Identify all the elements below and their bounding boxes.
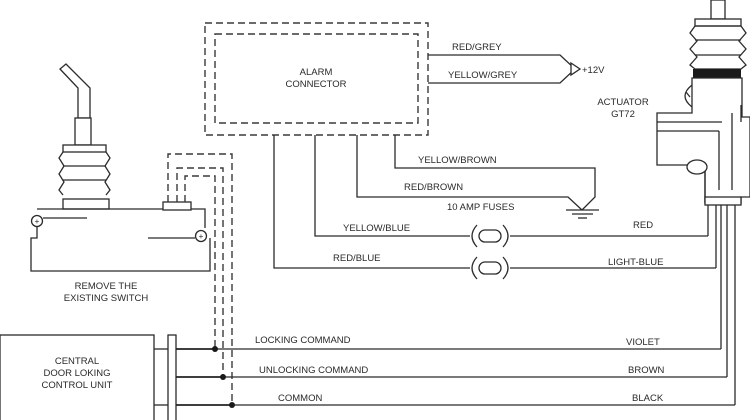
alarm-connector-label-2: CONNECTOR [285,79,346,90]
power-terminal-icon [570,61,582,77]
actuator-cap [694,18,742,27]
wire-label-red-brown: RED/BROWN [404,182,463,193]
fuse-icon-1 [471,224,509,248]
command-lines: LOCKING COMMAND UNLOCKING COMMAND COMMON… [176,335,735,408]
alarm-connector-label-1: ALARM [300,67,333,78]
actuator-rod [710,0,726,20]
wire-red-blue [273,135,470,269]
wire-red-brown [356,135,583,211]
alarm-connector-inner-box [214,33,419,124]
fuse-icon-2 [471,256,509,280]
command-label-common: COMMON [278,393,322,404]
wire-label-violet: VIOLET [626,337,660,348]
control-unit-connector [167,334,177,420]
wire-label-light-blue: LIGHT-BLUE [608,257,663,268]
switch-lever [59,63,91,119]
ground-wires: YELLOW/BROWN RED/BROWN 10 AMP FUSES [356,135,599,219]
wire-label-red-blue: RED/BLUE [333,253,381,264]
command-label-locking: LOCKING COMMAND [255,335,351,346]
power-label: +12V [582,65,605,76]
switch-caption-1: REMOVE THE [75,281,138,292]
junction-dot [212,346,218,352]
actuator-connector [704,196,742,206]
alarm-connector-outer-box [204,22,429,136]
actuator-label-1: ACTUATOR [597,97,649,108]
actuator-label-2: GT72 [611,109,635,120]
existing-switch: + + REMOVE THE EXISTING SWITCH [30,63,211,304]
wire-label-yellow-brown: YELLOW/BROWN [418,155,497,166]
control-unit-label-3: CONTROL UNIT [42,380,113,391]
junction-dot [220,374,226,380]
fuses-label: 10 AMP FUSES [447,202,514,213]
wire-label-brown: BROWN [628,365,665,376]
junction-dot [229,402,235,408]
switch-terminal-right-icon: + [194,229,208,243]
fused-wires: YELLOW/BLUE RED/BLUE RED LIGHT-BLUE [273,135,716,280]
actuator-knob [684,84,693,108]
wire-label-yellow-blue: YELLOW/BLUE [343,223,410,234]
wire-yellow-blue [314,135,470,237]
actuator-bellows [689,25,747,70]
switch-bellows [58,151,111,196]
actuator: ACTUATOR GT72 [597,0,750,206]
control-unit-label-2: DOOR LOKING [43,368,110,379]
switch-connector [162,201,192,211]
switch-cap [62,144,107,153]
wire-label-yellow-grey: YELLOW/GREY [448,70,518,81]
wire-label-black: BLACK [632,393,664,404]
actuator-leads [707,205,736,405]
wire-label-red: RED [633,220,653,231]
switch-base [62,198,110,210]
switch-terminal-left-icon: + [30,214,44,228]
switch-dashed-wires [167,153,233,405]
actuator-body [656,77,750,204]
control-unit-box [0,334,155,420]
wire-label-red-grey: RED/GREY [452,42,502,53]
switch-caption-2: EXISTING SWITCH [64,293,149,304]
control-unit: CENTRAL DOOR LOKING CONTROL UNIT [0,334,177,420]
control-unit-label-1: CENTRAL [55,356,99,367]
switch-housing [30,208,211,272]
actuator-band [693,69,741,78]
command-label-unlocking: UNLOCKING COMMAND [259,365,368,376]
actuator-grommet [686,159,708,175]
ground-icon [566,209,599,219]
wire-yellow-brown [394,135,596,211]
power-wires: +12V RED/GREY YELLOW/GREY [428,42,605,84]
svg-text:+: + [199,232,204,241]
alarm-connector: ALARM CONNECTOR [204,22,429,136]
switch-shaft [74,117,92,146]
svg-text:+: + [35,217,40,226]
